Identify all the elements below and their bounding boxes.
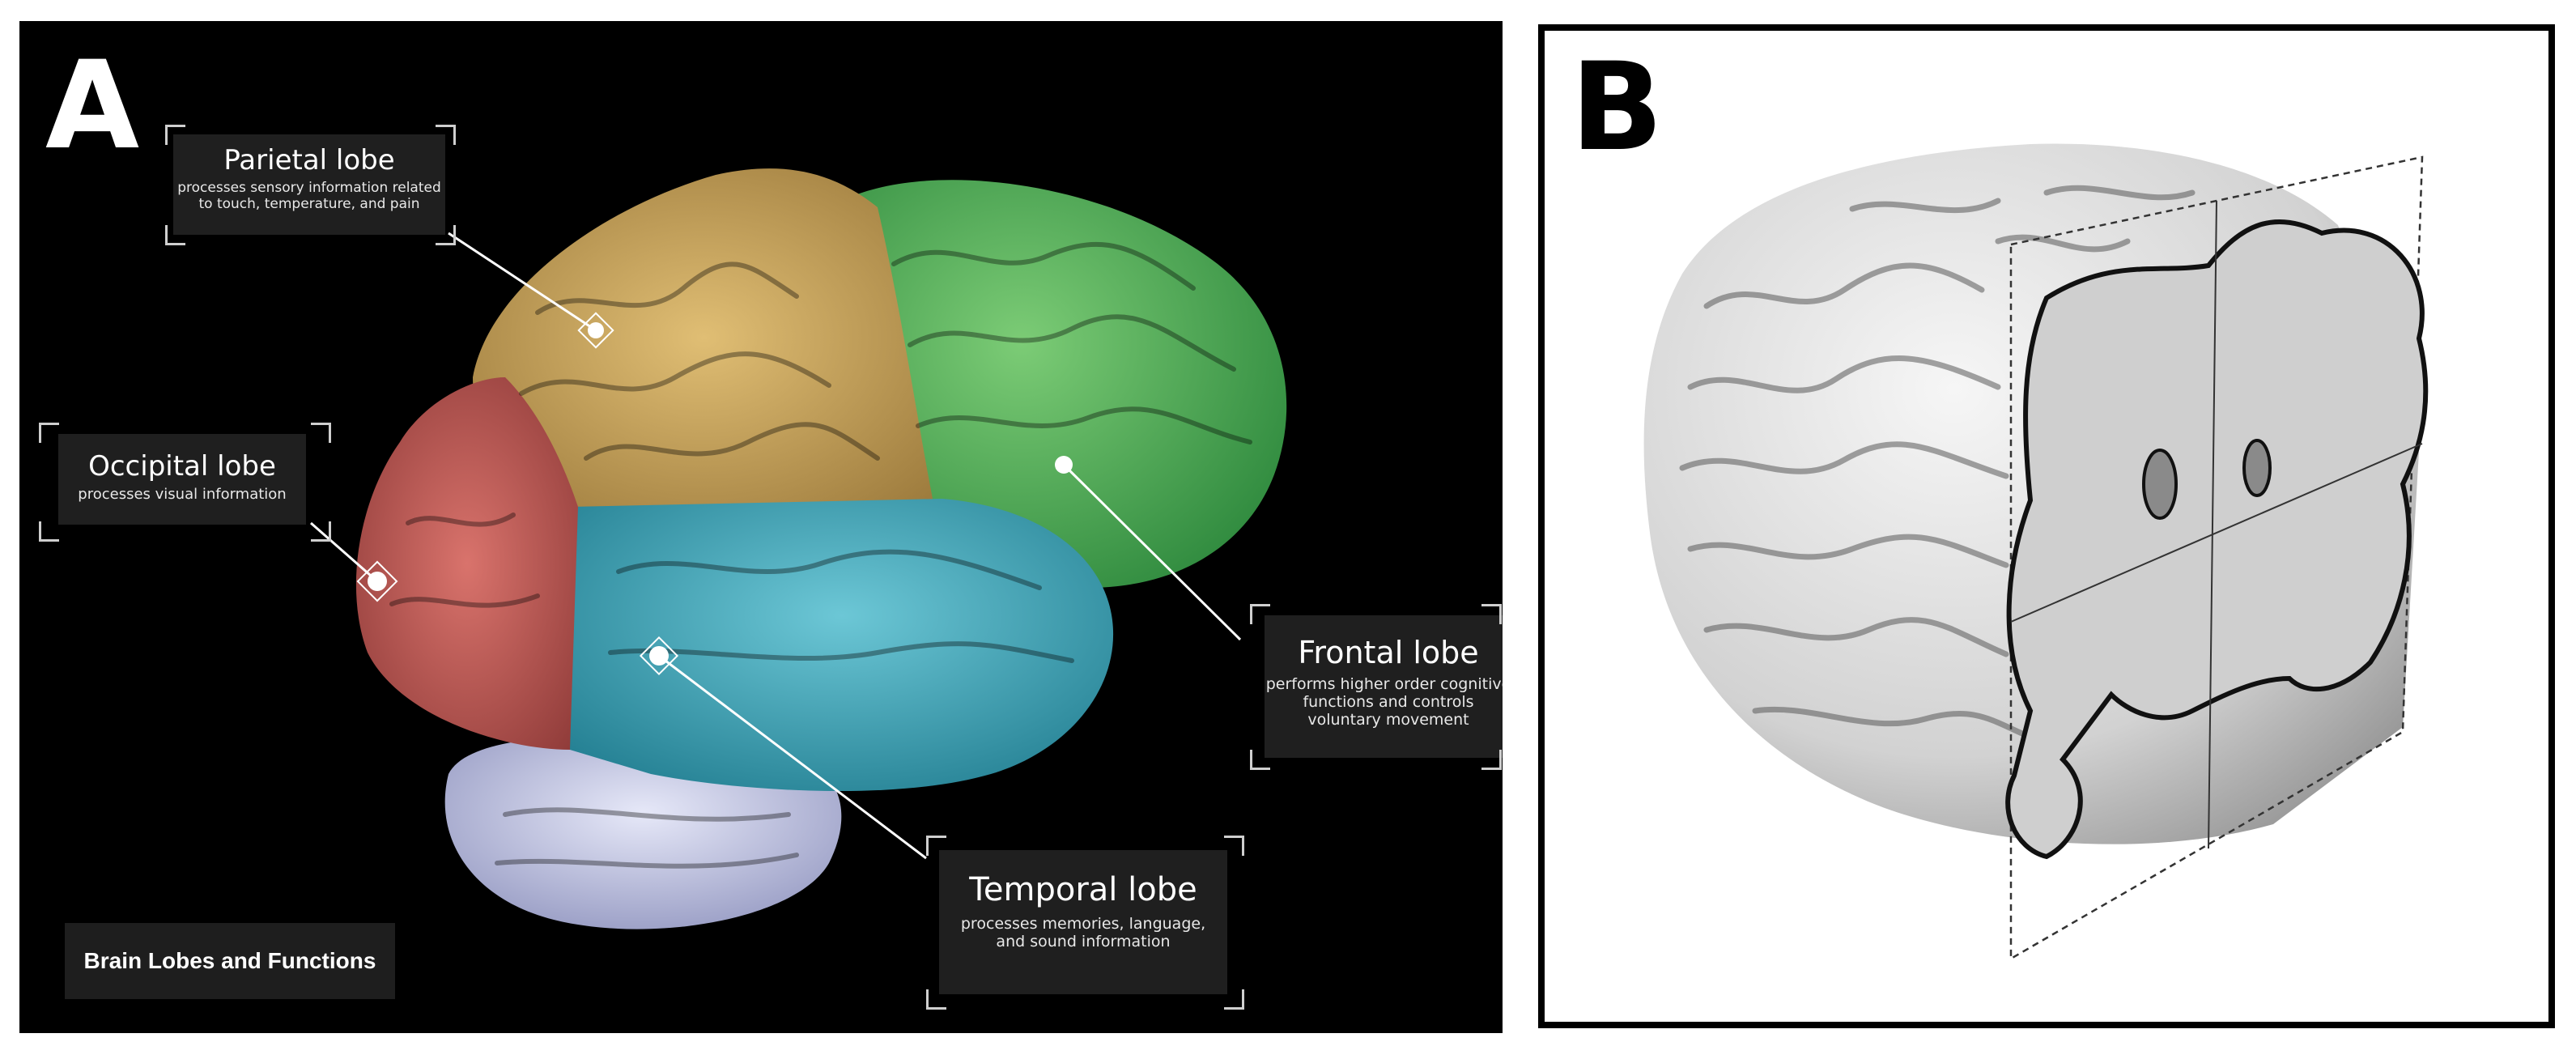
marker-dots (368, 322, 1073, 666)
panel-b-letter: B (1571, 37, 1664, 178)
occipital-lobe-title: Occipital lobe (88, 450, 276, 483)
panel-b: B (1538, 24, 2555, 1028)
panel-a: A (19, 21, 1503, 1033)
temporal-lobe-region (570, 499, 1114, 791)
panel-a-letter: A (45, 36, 140, 176)
coronal-section (2005, 219, 2429, 860)
occipital-lobe-label: Occipital lobe processes visual informat… (58, 434, 306, 525)
frontal-lobe-desc-line3: voluntary movement (1307, 711, 1469, 729)
frontal-lobe-region (845, 180, 1287, 588)
occipital-lobe-region (355, 377, 578, 750)
temporal-lobe-title: Temporal lobe (969, 871, 1197, 908)
temporal-lobe-label: Temporal lobe processes memories, langua… (939, 850, 1227, 994)
temporal-lobe-desc-line1: processes memories, language, (960, 915, 1206, 933)
temporal-lobe-desc-line2: and sound information (996, 933, 1171, 951)
parietal-lobe-desc-line1: processes sensory information related (177, 180, 441, 196)
frontal-lobe-desc-line1: performs higher order cognitive (1265, 675, 1503, 693)
parietal-lobe-region (473, 168, 934, 507)
brain-section-illustration (1643, 143, 2429, 961)
occipital-lobe-desc-line1: processes visual information (78, 486, 287, 503)
footer-title-box: Brain Lobes and Functions (65, 923, 395, 999)
parietal-lobe-title: Parietal lobe (223, 144, 395, 176)
parietal-lobe-desc-line2: to touch, temperature, and pain (198, 196, 420, 212)
parietal-lobe-label: Parietal lobe processes sensory informat… (173, 134, 445, 235)
lobes-illustration (310, 168, 1287, 929)
frontal-lobe-title: Frontal lobe (1298, 635, 1479, 670)
frontal-lobe-desc-line2: functions and controls (1303, 693, 1474, 711)
frontal-lobe-label: Frontal lobe performs higher order cogni… (1265, 615, 1503, 758)
